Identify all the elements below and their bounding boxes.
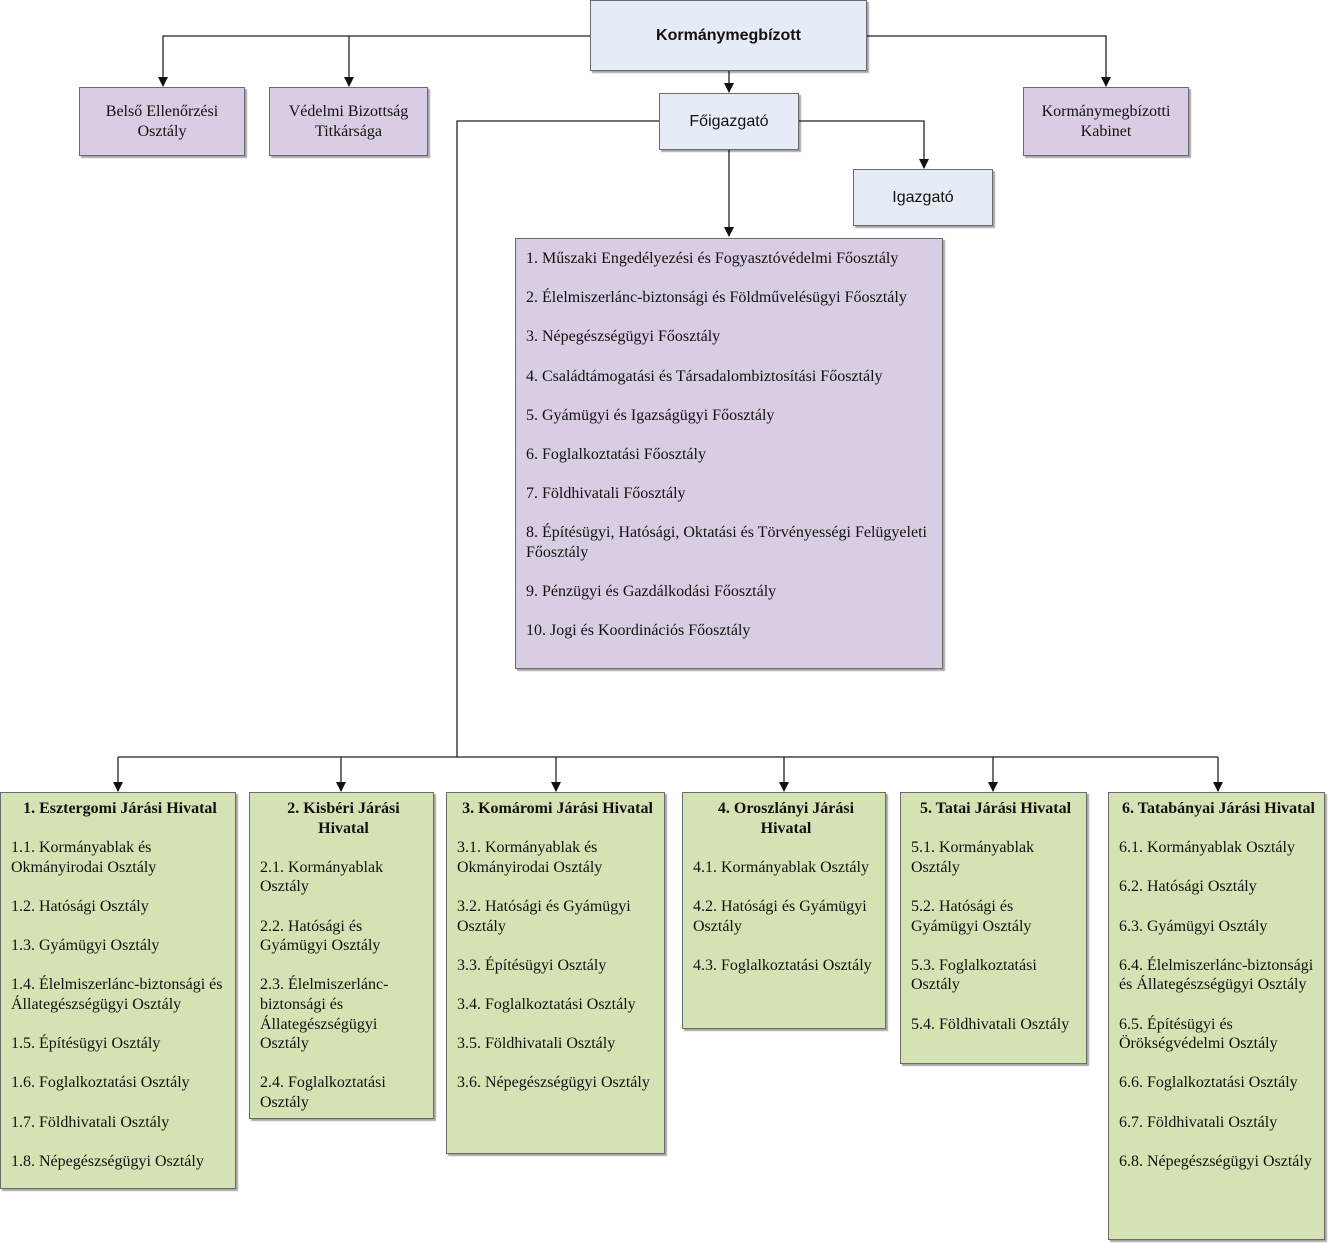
departments-box: 1. Műszaki Engedélyezési és Fogyasztóvéd… <box>515 238 943 669</box>
office-unit: 5.2. Hatósági és Gyámügyi Osztály <box>911 897 1032 935</box>
office-kisber: 2. Kisbéri Járási Hivatal 2.1. Kormányab… <box>249 792 434 1119</box>
office-unit: 1.7. Földhivatali Osztály <box>11 1113 170 1131</box>
link-foigazgato-to-offices <box>456 120 659 757</box>
department-item: 2. Élelmiszerlánc-biztonsági és Földműve… <box>526 289 907 307</box>
belso-ellenorzesi-box: Belső Ellenőrzési Osztály <box>79 87 245 156</box>
office-unit: 1.1. Kormányablak és Okmányirodai Osztál… <box>11 839 157 876</box>
office-title: 4. Oroszlányi Járási Hivatal <box>717 800 855 837</box>
kabinet-label: Kormánymegbízotti Kabinet <box>1041 102 1171 140</box>
vedelmi-bizottsag-box: Védelmi Bizottság Titkársága <box>269 87 428 156</box>
department-item: 7. Földhivatali Főosztály <box>526 485 686 503</box>
office-title: 5. Tatai Járási Hivatal <box>919 800 1072 817</box>
department-item: 9. Pénzügyi és Gazdálkodási Főosztály <box>526 583 777 601</box>
department-item: 8. Építésügyi, Hatósági, Oktatási és Tör… <box>526 524 927 561</box>
office-unit: 3.1. Kormányablak és Okmányirodai Osztál… <box>457 839 603 876</box>
office-title: 6. Tatabányai Járási Hivatal <box>1122 800 1315 817</box>
link-top-to-belso <box>158 35 590 87</box>
office-unit: 5.1. Kormányablak Osztály <box>911 839 1035 876</box>
department-item: 4. Családtámogatási és Társadalombiztosí… <box>526 367 883 385</box>
office-unit: 1.8. Népegészségügyi Osztály <box>11 1152 204 1170</box>
department-item: 6. Foglalkoztatási Főosztály <box>526 445 706 463</box>
office-tata: 5. Tatai Járási Hivatal 5.1. Kormányabla… <box>900 792 1087 1064</box>
office-unit: 2.2. Hatósági és Gyámügyi Osztály <box>260 917 381 955</box>
office-unit: 4.3. Foglalkoztatási Osztály <box>693 956 872 974</box>
igazgato-box: Igazgató <box>853 169 993 226</box>
office-unit: 5.4. Földhivatali Osztály <box>911 1015 1070 1033</box>
office-unit: 6.3. Gyámügyi Osztály <box>1119 917 1268 935</box>
office-unit: 4.1. Kormányablak Osztály <box>693 858 869 876</box>
office-unit: 1.6. Foglalkoztatási Osztály <box>11 1074 190 1092</box>
office-unit: 6.2. Hatósági Osztály <box>1119 878 1257 896</box>
office-title: 3. Komáromi Járási Hivatal <box>462 800 653 817</box>
office-unit: 3.6. Népegészségügyi Osztály <box>457 1074 650 1092</box>
office-unit: 3.5. Földhivatali Osztály <box>457 1035 616 1053</box>
office-unit: 6.1. Kormányablak Osztály <box>1119 839 1295 857</box>
office-unit: 1.2. Hatósági Osztály <box>11 897 149 915</box>
office-unit: 6.5. Építésügyi és Örökségvédelmi Osztál… <box>1119 1015 1278 1053</box>
kormanymegbizott-box: Kormánymegbízott <box>590 0 867 71</box>
office-komarom: 3. Komáromi Járási Hivatal 3.1. Kormánya… <box>446 792 665 1154</box>
office-unit: 3.4. Foglalkoztatási Osztály <box>457 995 636 1013</box>
office-unit: 5.3. Foglalkoztatási Osztály <box>911 956 1037 994</box>
office-unit: 6.7. Földhivatali Osztály <box>1119 1113 1278 1131</box>
office-unit: 6.8. Népegészségügyi Osztály <box>1119 1152 1312 1170</box>
office-unit: 6.4. Élelmiszerlánc-biztonsági és Állate… <box>1119 956 1314 994</box>
igazgato-label: Igazgató <box>892 188 954 206</box>
department-item: 3. Népegészségügyi Főosztály <box>526 328 721 346</box>
office-unit: 1.4. Élelmiszerlánc-biztonsági és Állate… <box>11 976 223 1013</box>
department-item: 1. Műszaki Engedélyezési és Fogyasztóvéd… <box>526 250 899 267</box>
office-esztergom: 1. Esztergomi Járási Hivatal 1.1. Kormán… <box>0 792 236 1189</box>
office-unit: 3.3. Építésügyi Osztály <box>457 956 607 974</box>
office-unit: 3.2. Hatósági és Gyámügyi Osztály <box>457 897 631 935</box>
office-unit: 4.2. Hatósági és Gyámügyi Osztály <box>693 897 867 935</box>
office-tatabanya: 6. Tatabányai Járási Hivatal 6.1. Kormán… <box>1108 792 1325 1240</box>
link-foigazgato-to-igazgato <box>798 120 929 169</box>
foigazgato-label: Főigazgató <box>689 112 769 130</box>
office-oroszlany: 4. Oroszlányi Járási Hivatal 4.1. Kormán… <box>682 792 886 1029</box>
office-title: 2. Kisbéri Járási Hivatal <box>287 800 400 837</box>
office-unit: 2.1. Kormányablak Osztály <box>260 858 384 896</box>
office-title: 1. Esztergomi Járási Hivatal <box>23 800 217 817</box>
kormanymegbizott-label: Kormánymegbízott <box>656 26 801 44</box>
department-item: 10. Jogi és Koordinációs Főosztály <box>526 622 751 640</box>
office-unit: 1.3. Gyámügyi Osztály <box>11 937 160 955</box>
link-top-to-kabinet <box>866 35 1111 87</box>
kabinet-box: Kormánymegbízotti Kabinet <box>1023 87 1189 156</box>
belso-ellenorzesi-label: Belső Ellenőrzési Osztály <box>105 102 219 140</box>
vedelmi-bizottsag-label: Védelmi Bizottság Titkársága <box>288 102 409 140</box>
office-unit: 6.6. Foglalkoztatási Osztály <box>1119 1074 1298 1092</box>
department-item: 5. Gyámügyi és Igazságügyi Főosztály <box>526 406 775 424</box>
office-unit: 2.3. Élelmiszerlánc-biztonsági és Állate… <box>260 976 389 1053</box>
office-unit: 2.4. Foglalkoztatási Osztály <box>260 1074 386 1111</box>
office-unit: 1.5. Építésügyi Osztály <box>11 1035 161 1053</box>
foigazgato-box: Főigazgató <box>659 93 799 150</box>
